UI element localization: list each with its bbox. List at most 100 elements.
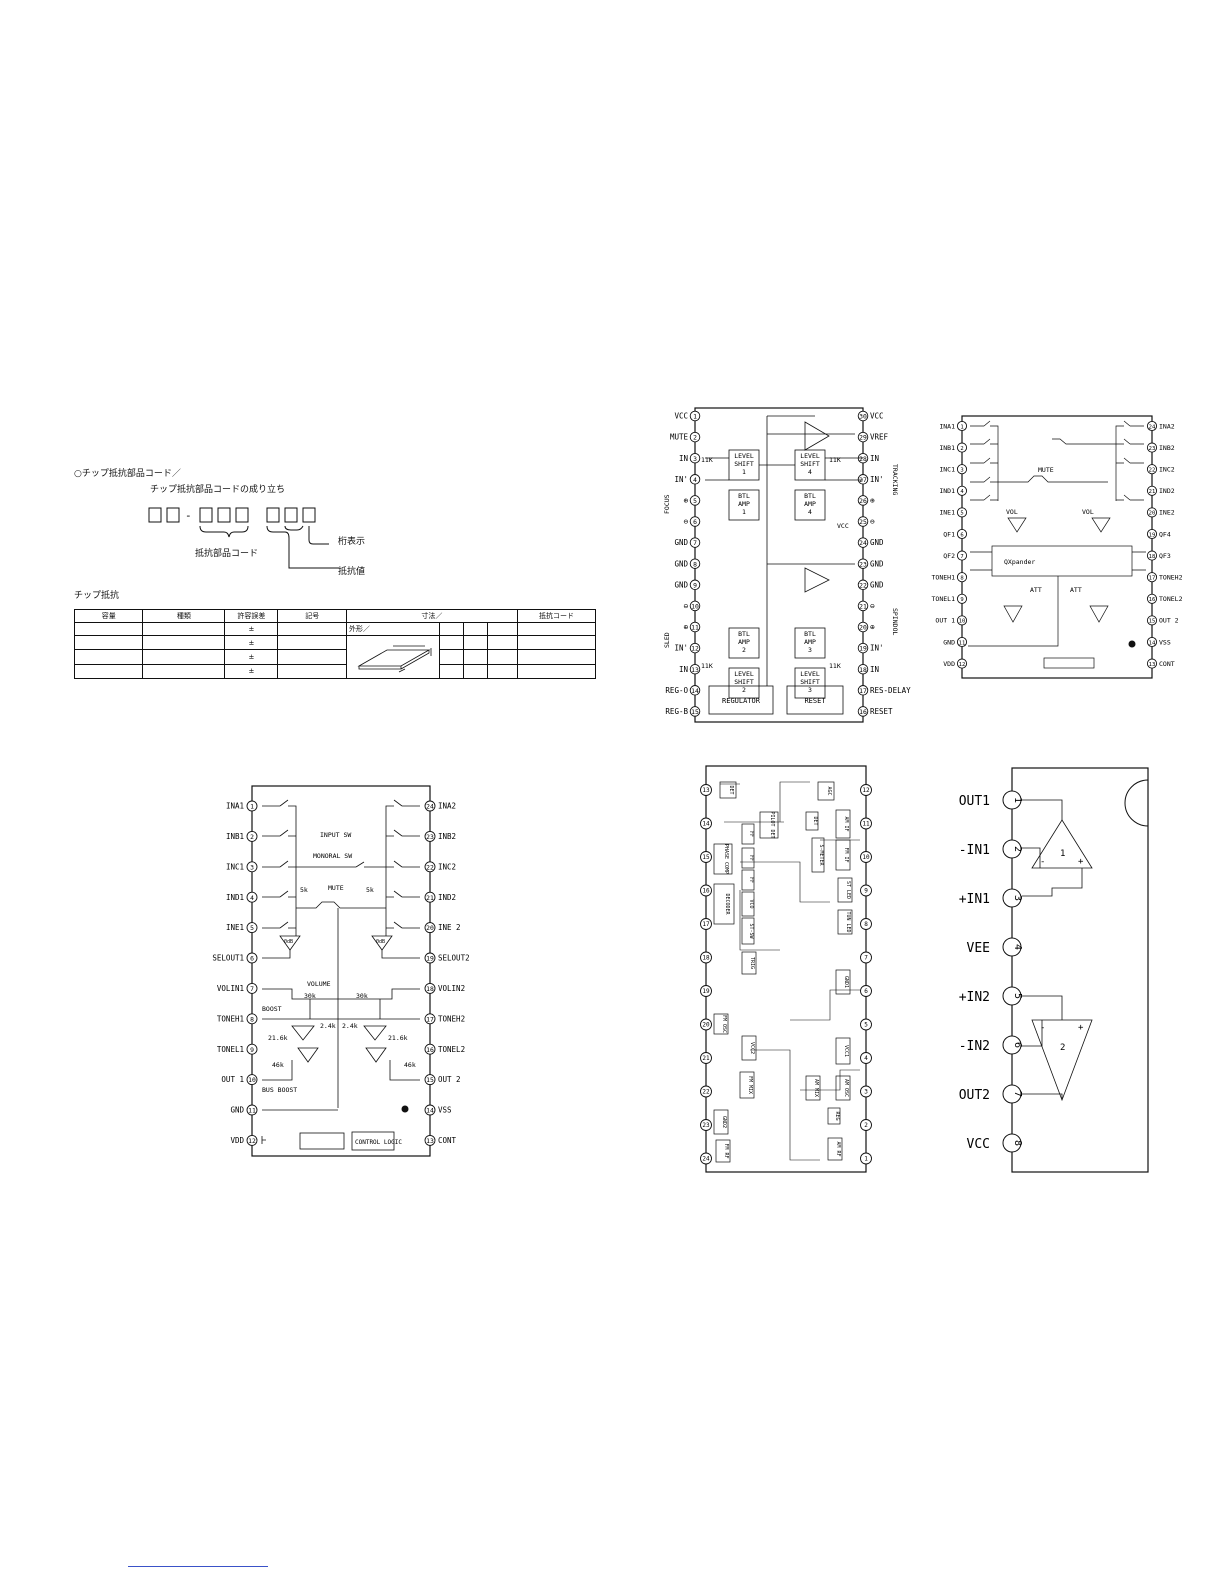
- pin-number: 14: [1149, 640, 1156, 646]
- group-spindol: SPINDOL: [891, 608, 899, 635]
- pin-number: 4: [864, 1055, 868, 1062]
- block-vco: VCO: [741, 891, 755, 917]
- pin-label: TONEL2: [438, 1045, 465, 1054]
- pin-number: 6: [864, 988, 868, 995]
- pin-label: INC2: [1159, 465, 1175, 473]
- block-decoder: DECODER: [713, 883, 735, 925]
- pin-number: 7: [250, 985, 254, 993]
- pin-label: OUT1: [959, 794, 990, 809]
- pin-label: INE2: [1159, 509, 1175, 517]
- label-46k-right: 46k: [404, 1061, 416, 1069]
- block-st-led: ST LED: [837, 877, 853, 903]
- pin-number: 14: [702, 821, 710, 828]
- block-ff1: FF: [741, 823, 755, 845]
- pin-12: 12: [860, 784, 872, 796]
- pin-label: TONEH1: [217, 1014, 244, 1023]
- pin-label: INE1: [939, 509, 955, 517]
- label-vol-right: VOL: [1082, 508, 1094, 516]
- pin-number: 11: [862, 821, 870, 828]
- block-regulator: REGULATOR: [722, 697, 761, 705]
- pin-number: 19: [859, 645, 867, 653]
- chip-table-title: チップ抵抗: [74, 591, 120, 601]
- pin-label: ⊕: [870, 496, 875, 505]
- svg-text:FF: FF: [748, 855, 754, 861]
- svg-text:FF: FF: [748, 831, 754, 837]
- pin-number: 20: [859, 624, 867, 632]
- svg-text:S-METER: S-METER: [818, 844, 824, 866]
- pin-number: 3: [1012, 895, 1023, 901]
- pin-1: 1: [860, 1152, 872, 1165]
- pin-label: IN': [870, 644, 884, 653]
- pin-7: 7: [860, 951, 872, 964]
- pin-label: VDD: [943, 660, 955, 668]
- pin-number: 13: [702, 787, 710, 794]
- amp-2-plus: +: [1078, 1023, 1084, 1033]
- pin-number: 26: [859, 497, 867, 505]
- pin-label: RESET: [870, 707, 893, 716]
- block-s-meter: S-METER: [811, 837, 825, 873]
- pin-number: 21: [1149, 489, 1156, 495]
- pin-label: SELOUT1: [212, 954, 244, 963]
- block-reg: REG: [827, 1107, 841, 1125]
- label-vol-left: VOL: [1006, 508, 1018, 516]
- svg-text:TUN LED: TUN LED: [845, 911, 851, 932]
- block-vcc1: VCC1: [835, 1037, 851, 1065]
- label-mute: MUTE: [328, 884, 344, 892]
- label-att-left: ATT: [1030, 586, 1042, 594]
- pin-8: 8: [860, 918, 872, 930]
- pin-number: 1: [960, 424, 963, 430]
- block-ff3: FF: [741, 847, 755, 869]
- pin-6: 6⊖: [683, 516, 701, 527]
- pin-label: INC1: [226, 862, 244, 871]
- pin-label: INE1: [226, 923, 244, 932]
- pin-number: 25: [859, 518, 867, 526]
- pin-label: INA1: [226, 802, 244, 811]
- pin-3: 3: [860, 1085, 872, 1098]
- pin-number: 9: [693, 581, 697, 589]
- pin-number: 13: [691, 666, 699, 674]
- th-outline: 外形／: [345, 622, 440, 636]
- pin-label: ⊕: [870, 623, 875, 632]
- pin-3: 3IN: [679, 452, 701, 464]
- pin-number: 4: [960, 489, 964, 495]
- pin-label: TONEL1: [217, 1045, 244, 1054]
- input-selector-ic-diagram: 1INA12INB13INC14IND15INE16SELOUT17VOLIN1…: [212, 785, 470, 1157]
- pin-label: +IN1: [959, 892, 990, 907]
- pin-number: 19: [702, 988, 710, 995]
- label-mute: MUTE: [1038, 466, 1054, 474]
- label-amp-0db-right: 0dB: [376, 939, 385, 945]
- tolerance-cell: ±: [224, 663, 279, 680]
- pin-number: 23: [859, 560, 867, 568]
- block-ff2: FF: [741, 869, 755, 891]
- block-vcc2: VCC2: [741, 1035, 757, 1061]
- pin-label: GND: [674, 580, 688, 589]
- pin-number: 8: [1012, 1140, 1023, 1146]
- pin-26: 26⊕: [857, 495, 875, 506]
- pin-number: 18: [702, 955, 710, 962]
- pin-number: 2: [693, 434, 697, 442]
- label-2-4k-left: 2.4k: [320, 1022, 336, 1030]
